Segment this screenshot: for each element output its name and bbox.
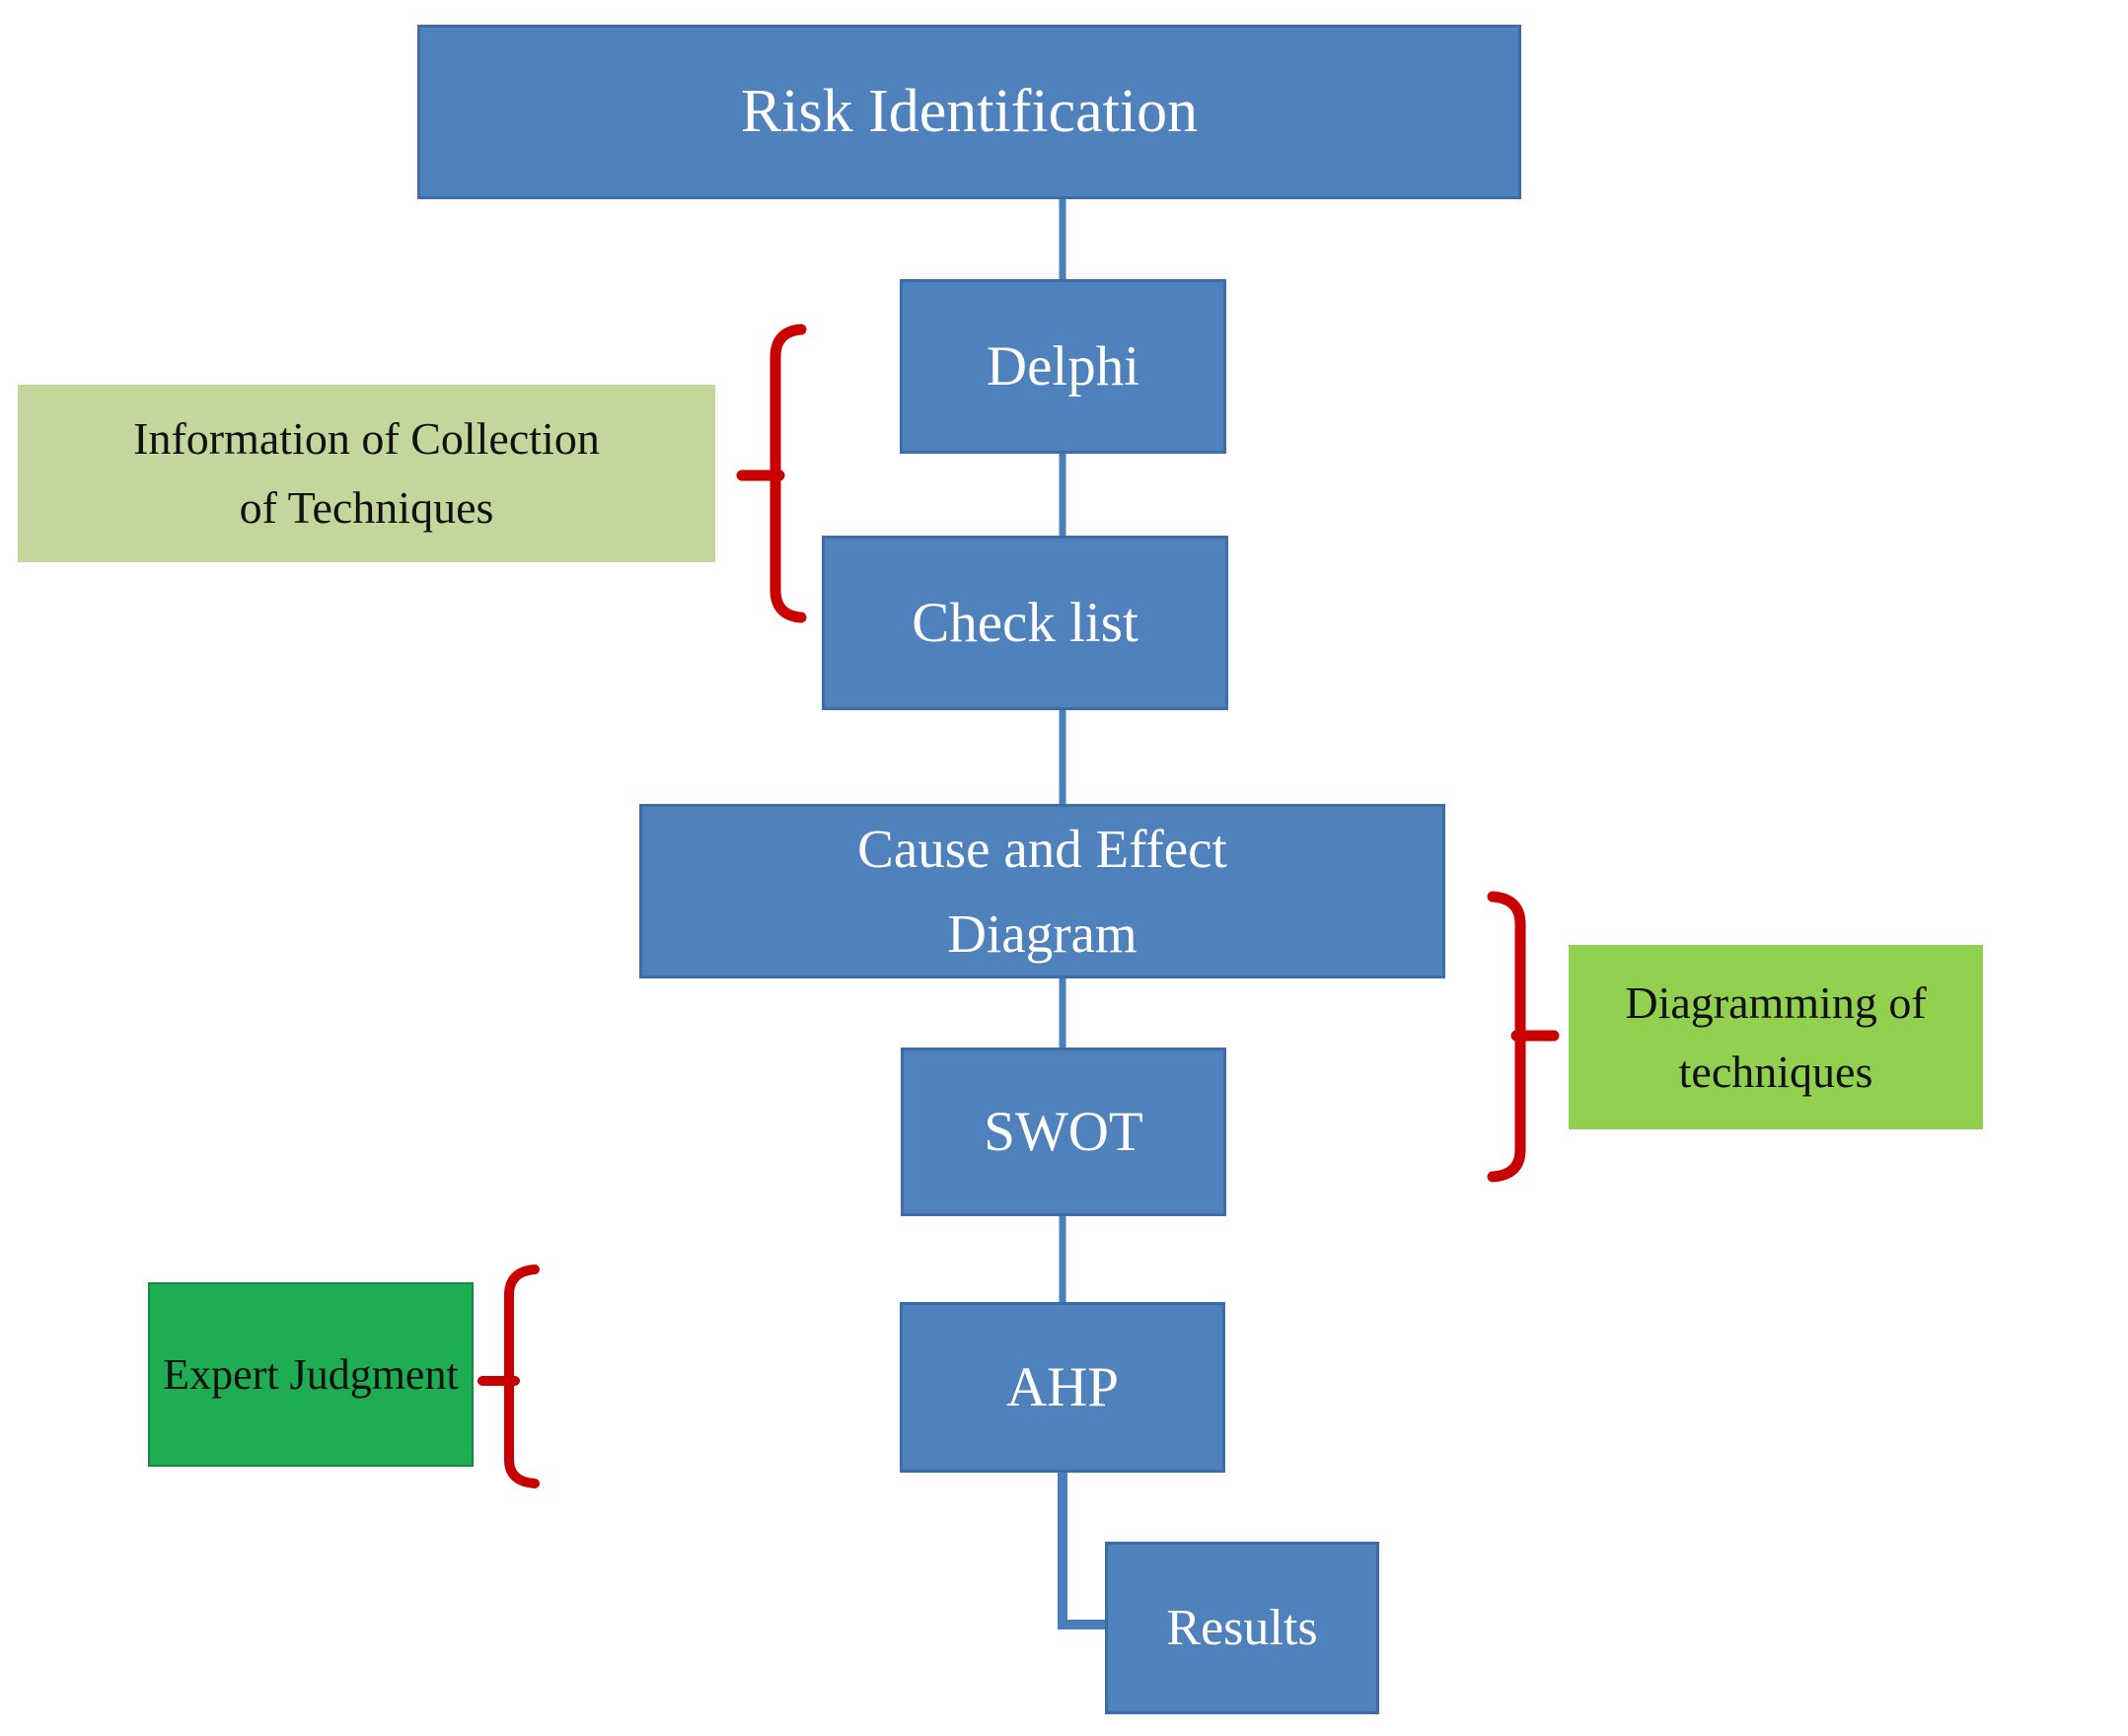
node-risk-identification-label: Risk Identification [740,78,1199,145]
label-expert-judgment-text: Expert Judgment [163,1350,459,1399]
node-cause-and-effect-line1: Cause and Effect [857,818,1227,879]
node-cause-and-effect-line2: Diagram [947,903,1137,964]
label-expert-judgment: Expert Judgment [148,1282,474,1467]
node-results: Results [1105,1542,1379,1714]
label-diagramming-line2: techniques [1678,1046,1873,1097]
label-information-of-collection: Information of Collection of Techniques [18,385,715,562]
node-delphi-label: Delphi [986,335,1140,398]
node-check-list-label: Check list [912,592,1138,654]
label-information-of-collection-line1: Information of Collection [133,413,600,464]
node-ahp-label: AHP [1005,1356,1120,1418]
connector-ahp-results-elbow [1058,1466,1112,1629]
node-swot-label: SWOT [984,1101,1143,1163]
node-results-label: Results [1166,1600,1318,1656]
node-cause-and-effect-diagram: Cause and Effect Diagram [639,804,1445,978]
node-check-list: Check list [822,536,1228,710]
label-diagramming-line1: Diagramming of [1625,976,1927,1028]
node-ahp: AHP [900,1302,1225,1473]
node-delphi: Delphi [900,279,1226,454]
node-risk-identification: Risk Identification [417,25,1521,199]
node-swot: SWOT [901,1048,1226,1216]
label-diagramming-of-techniques: Diagramming of techniques [1569,945,1983,1129]
label-information-of-collection-line2: of Techniques [239,482,494,533]
